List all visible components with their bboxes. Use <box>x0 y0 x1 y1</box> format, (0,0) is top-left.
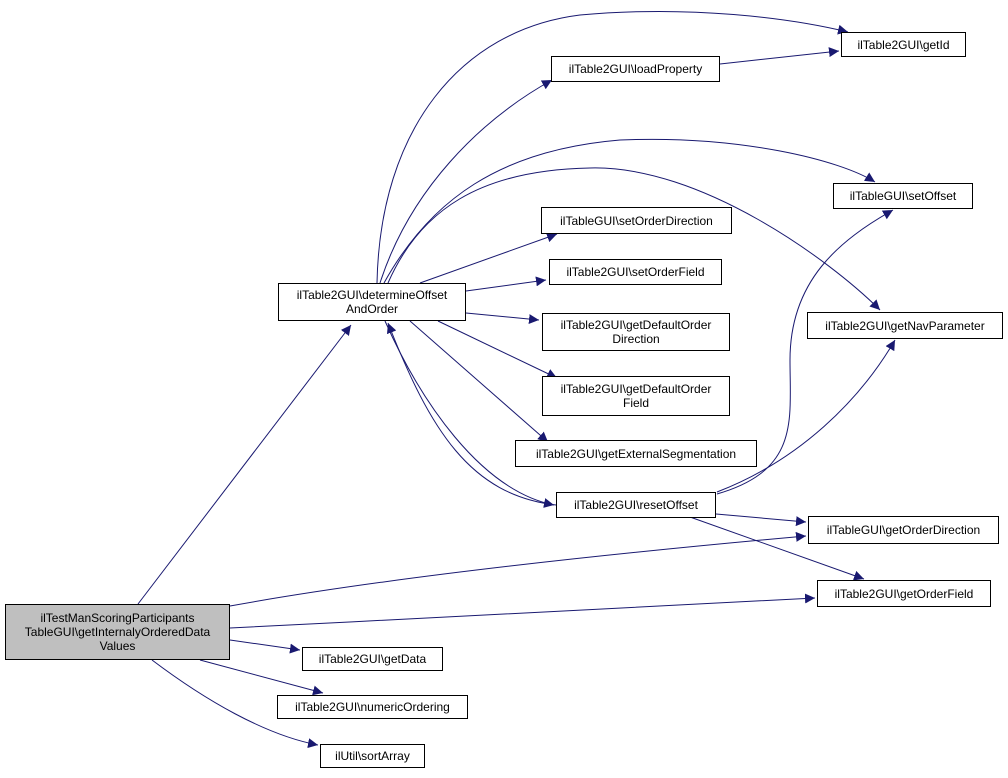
node-load-property[interactable]: ilTable2GUI\loadProperty <box>551 56 720 82</box>
edge-root-to-getOrderDirection <box>229 531 807 607</box>
edges <box>137 10 896 749</box>
node-get-id[interactable]: ilTable2GUI\getId <box>841 32 966 57</box>
node-get-data[interactable]: ilTable2GUI\getData <box>302 647 443 671</box>
edge-resetOffset-to-getOrderDirection <box>715 513 807 527</box>
edge-root-to-getOrderField <box>229 593 816 629</box>
node-determine-offset-and-order[interactable]: ilTable2GUI\determineOffset AndOrder <box>278 283 466 321</box>
node-set-order-direction[interactable]: ilTableGUI\setOrderDirection <box>541 207 732 234</box>
edge-root-to-sortArray <box>151 659 319 749</box>
node-get-nav-parameter[interactable]: ilTable2GUI\getNavParameter <box>807 312 1003 339</box>
edge-determine-to-setOrderDirection <box>419 232 558 284</box>
edge-determine-to-loadProperty <box>379 79 553 284</box>
node-get-order-field[interactable]: ilTable2GUI\getOrderField <box>817 580 991 607</box>
edge-determine-to-resetOffset <box>384 320 555 508</box>
edge-determine-to-getDefaultOrderDirection <box>465 312 540 325</box>
node-get-order-direction[interactable]: ilTableGUI\getOrderDirection <box>808 516 999 544</box>
node-sort-array[interactable]: ilUtil\sortArray <box>320 744 425 768</box>
edge-determine-to-getDefaultOrderField <box>437 320 558 379</box>
node-set-order-field[interactable]: ilTable2GUI\setOrderField <box>549 259 722 285</box>
node-reset-offset[interactable]: ilTable2GUI\resetOffset <box>556 492 716 518</box>
edge-loadProperty-to-getId <box>719 47 840 65</box>
edge-resetOffset-to-getNavParameter <box>716 339 896 493</box>
edge-determine-to-setOrderField <box>465 276 547 292</box>
edge-resetOffset-to-determine <box>387 322 557 506</box>
node-get-external-segmentation[interactable]: ilTable2GUI\getExternalSegmentation <box>515 440 757 467</box>
node-get-default-order-direction[interactable]: ilTable2GUI\getDefaultOrder Direction <box>542 313 730 351</box>
edge-determine-to-getId <box>376 10 849 284</box>
edge-root-to-determine <box>137 324 352 605</box>
edge-resetOffset-to-getOrderField <box>689 516 865 581</box>
edge-determine-to-getExternalSegmentation <box>409 320 549 443</box>
node-root: ilTestManScoringParticipants TableGUI\ge… <box>5 604 230 660</box>
node-get-default-order-field[interactable]: ilTable2GUI\getDefaultOrder Field <box>542 376 730 416</box>
edge-determine-to-getNavParameter <box>387 167 881 311</box>
node-set-offset[interactable]: ilTableGUI\setOffset <box>833 183 973 209</box>
edge-resetOffset-to-setOffset <box>716 209 894 495</box>
edge-determine-to-setOffset <box>383 138 876 284</box>
edge-root-to-numericOrdering <box>199 659 324 696</box>
node-numeric-ordering[interactable]: ilTable2GUI\numericOrdering <box>277 695 468 719</box>
edge-root-to-getData <box>229 639 301 654</box>
